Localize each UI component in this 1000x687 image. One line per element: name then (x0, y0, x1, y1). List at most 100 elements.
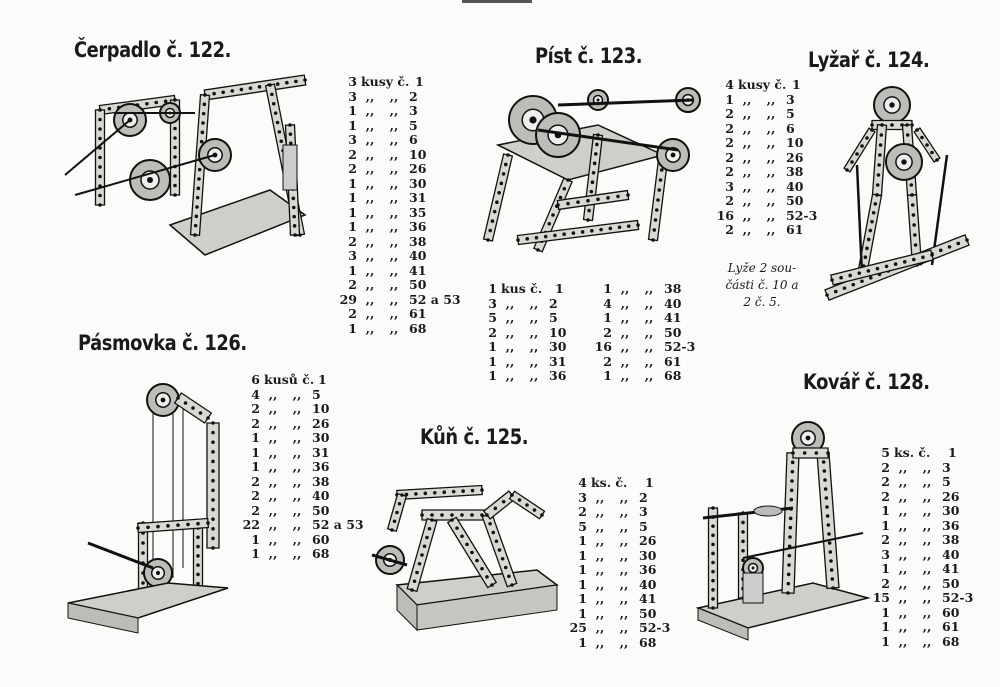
strip-hole (196, 535, 200, 540)
part-quantity: 3 (348, 88, 357, 104)
strip-hole (163, 99, 168, 104)
strip-hole (176, 523, 180, 527)
strip-hole (440, 513, 444, 517)
ditto-mark: ,, (619, 562, 629, 577)
strip-hole (271, 101, 276, 106)
anvil (742, 572, 764, 604)
strip-hole (830, 577, 835, 581)
strip-hole (826, 523, 831, 527)
strip-hole (789, 497, 794, 502)
parts-row: 1,,,,36 (565, 562, 670, 578)
strip-hole (868, 276, 873, 280)
strip-hole (592, 161, 597, 166)
part-number: 6 (786, 120, 795, 136)
strip-hole (203, 93, 207, 97)
parts-row: 2,,,,26 (335, 161, 461, 177)
ditto-mark: ,, (292, 386, 302, 402)
ditto-mark: ,, (365, 132, 375, 147)
parts-row: 3,,,,2 (475, 295, 566, 312)
strip-hole (390, 528, 394, 532)
strip-hole (186, 522, 190, 527)
strip-hole (154, 100, 159, 105)
parts-row: 16,,,,52-3 (590, 339, 696, 355)
ditto-mark: ,, (268, 473, 278, 489)
ditto-mark: ,, (766, 91, 776, 107)
parts-row: 1,,,,61 (868, 619, 973, 635)
strip-hole (98, 193, 102, 198)
strip-hole (595, 142, 599, 147)
perforated-strip (203, 74, 307, 101)
perforated-strip (843, 127, 876, 173)
ditto-mark: ,, (922, 619, 932, 634)
strip-hole (532, 508, 537, 512)
parts-row: 1,,,,68 (590, 368, 695, 384)
perforated-strip (206, 422, 220, 549)
part-number: 68 (639, 634, 657, 650)
part-quantity: 4 (603, 295, 612, 311)
strip-hole (493, 506, 498, 511)
part-quantity: 1 (348, 320, 357, 336)
part-quantity: 2 (251, 502, 260, 518)
strip-hole (855, 152, 859, 156)
strip-hole (790, 469, 795, 474)
strip-hole (420, 553, 424, 557)
strip-hole (525, 503, 529, 507)
parts-row: 2,,,,26 (868, 489, 973, 505)
parts-row: 2,,,,50 (590, 324, 695, 341)
part-number: 1 (555, 281, 564, 296)
strip-hole (173, 174, 177, 178)
ditto-mark: ,, (922, 532, 932, 547)
strip-hole (277, 130, 282, 134)
strip-hole (193, 223, 198, 228)
strip-hole (935, 158, 939, 162)
part-quantity: 15 (872, 590, 890, 605)
part-number: 3 (639, 504, 648, 519)
part-quantity: 1 (881, 619, 890, 634)
strip-hole (787, 553, 792, 558)
part-number: 40 (786, 178, 804, 194)
ditto-mark: ,, (365, 306, 375, 321)
strip-hole (289, 141, 293, 146)
note-line: 2 č. 5. (743, 295, 781, 309)
ditto-mark: ,, (619, 504, 629, 519)
part-quantity: 1 (578, 634, 587, 650)
strip-hole (470, 550, 474, 555)
strip-hole (506, 153, 510, 157)
rod (537, 128, 679, 152)
parts-row: 1,,,,5 (335, 118, 461, 134)
strip-hole (826, 451, 830, 455)
strip-hole (201, 111, 206, 116)
parts-row: 1,,,,68 (238, 546, 364, 562)
plate-side (697, 607, 749, 641)
ditto-mark: ,, (505, 295, 515, 311)
strip-hole (790, 460, 795, 465)
part-quantity: 2 (603, 324, 612, 340)
part-quantity: 1 (251, 444, 260, 460)
strip-hole (711, 551, 715, 556)
part-quantity: 5 (881, 445, 890, 460)
ditto-mark: ,, (898, 459, 908, 475)
part-unit: kusů č. (264, 372, 315, 387)
part-quantity: 2 (348, 277, 357, 292)
part-number: 41 (409, 262, 427, 278)
illustration-skier-124 (824, 86, 970, 301)
part-number: 40 (942, 546, 960, 562)
parts-row: 1,,,,68 (868, 634, 973, 650)
ditto-mark: ,, (898, 561, 908, 576)
part-quantity: 4 (725, 77, 734, 92)
part-number: 40 (312, 488, 330, 503)
part-quantity: 2 (881, 459, 890, 475)
part-quantity: 2 (348, 146, 357, 162)
ditto-mark: ,, (268, 430, 278, 445)
strip-hole (239, 87, 244, 92)
strip-hole (211, 440, 215, 445)
strip-hole (860, 279, 864, 284)
axle (529, 116, 537, 124)
part-number: 5 (942, 474, 951, 489)
perforated-strip (871, 123, 888, 197)
part-number: 31 (312, 444, 330, 460)
part-number: 30 (409, 175, 427, 191)
